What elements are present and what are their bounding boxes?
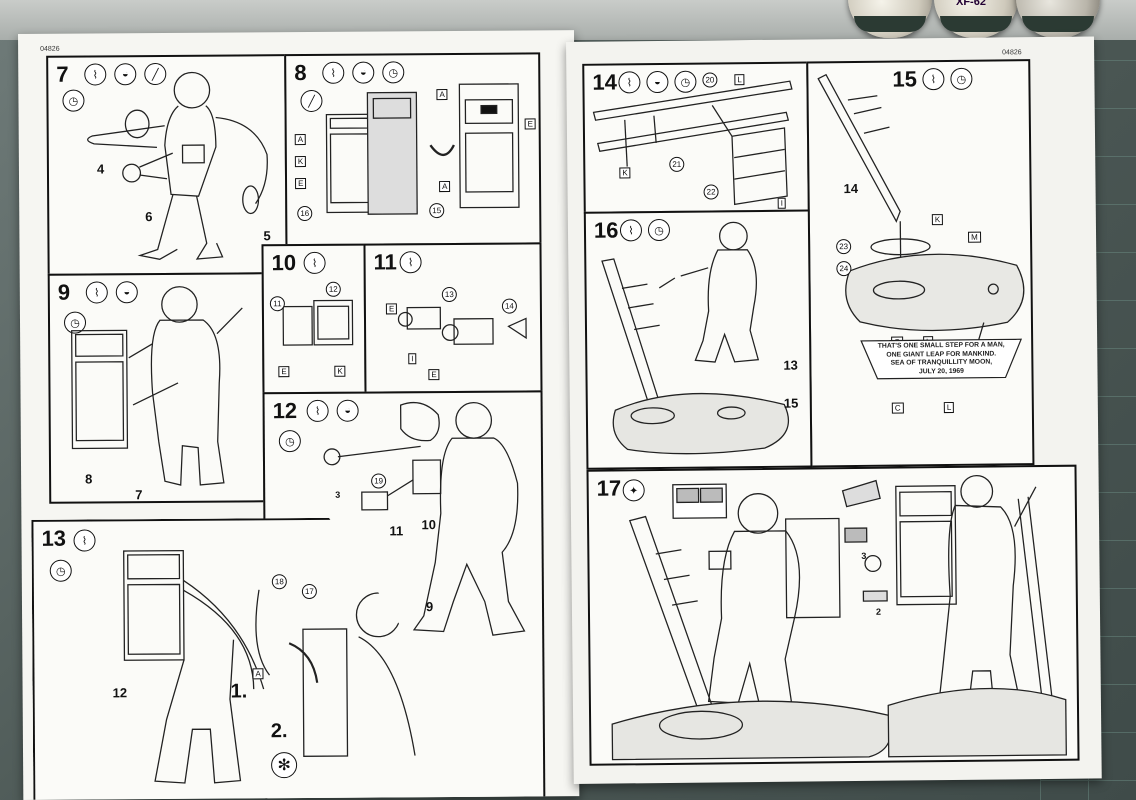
part-number: 11 xyxy=(389,523,404,539)
part-bubble: 12 xyxy=(325,281,341,297)
part-bubble: 13 xyxy=(441,286,457,303)
step-13-panel: 13 ⌇ ◷ 18 17 12 1. 2. ✻ A xyxy=(31,517,513,800)
part-bubble: 23 xyxy=(836,239,852,255)
part-bubble: 18 xyxy=(272,574,287,589)
part-tag: E xyxy=(524,118,537,130)
camera-drawing xyxy=(397,306,527,345)
part-tag: I xyxy=(777,197,786,209)
camera-assembly-drawing xyxy=(282,299,354,346)
step-16-panel: 16 ⌇ ◷ 13 15 xyxy=(583,209,813,470)
part-number: 4 xyxy=(96,161,105,177)
part-bubble: 22 xyxy=(703,184,719,200)
part-tag: A xyxy=(439,180,451,193)
backpack-drawing xyxy=(325,83,520,215)
substep-label: 2. xyxy=(270,720,288,743)
part-number: 14 xyxy=(843,180,859,197)
part-number: 10 xyxy=(421,517,436,533)
part-tag: K xyxy=(294,155,307,168)
part-bubble: 21 xyxy=(669,156,685,172)
part-number: 9 xyxy=(425,599,434,615)
part-number: 2 xyxy=(875,606,882,617)
step-14-panel: 14 ⌇ ◒ ◷ 20 21 22 L K I xyxy=(582,61,810,214)
astronaut-drawing xyxy=(87,71,268,260)
part-bubble: 17 xyxy=(302,584,317,599)
astronaut-back-drawing xyxy=(71,286,243,486)
part-bubble: 19 xyxy=(371,473,387,489)
part-number: 8 xyxy=(85,471,93,487)
part-bubble: 16 xyxy=(297,205,313,222)
part-tag: E xyxy=(295,177,307,190)
step-17-panel: 17 ✦ 3 2 xyxy=(586,464,1080,766)
page-code: 04826 xyxy=(40,45,60,53)
part-bubble: 15 xyxy=(429,203,445,219)
step-9-panel: 9 ⌇ ◒ ◷ 8 7 xyxy=(47,272,266,504)
flag-pole-drawing xyxy=(592,80,793,206)
astronaut-flag-drawing xyxy=(601,221,789,455)
part-number: 12 xyxy=(112,685,128,701)
plaque-text: THAT'S ONE SMALL STEP FOR A MAN, ONE GIA… xyxy=(877,341,1005,375)
final-assembly-drawing xyxy=(611,474,1067,761)
part-number: 3 xyxy=(335,489,341,500)
part-number: 13 xyxy=(783,357,798,373)
part-tag: A xyxy=(294,133,307,146)
step-11-panel: 11 ⌇ 13 14 E I E xyxy=(363,242,543,394)
part-tag: A xyxy=(436,89,448,101)
part-tag: M xyxy=(968,231,981,243)
part-tag: I xyxy=(408,353,417,365)
part-bubble: 24 xyxy=(836,261,852,277)
part-number: 5 xyxy=(263,228,271,244)
part-tag: C xyxy=(891,402,904,414)
part-tag: K xyxy=(931,214,944,226)
astronaut-camera-drawing xyxy=(323,401,526,636)
part-tag: E xyxy=(428,369,440,381)
part-tag: K xyxy=(619,167,631,179)
part-number: 7 xyxy=(135,487,143,503)
plaque-outline xyxy=(860,338,1023,380)
part-tag: E xyxy=(385,303,398,315)
step-7-panel: 7 ⌇ ◒ ╱ ◷ 4 6 5 xyxy=(46,54,288,276)
instruction-page-left: 04826 7 ⌇ ◒ ╱ ◷ 4 6 5 8 ⌇ ◒ ◷ ╱ xyxy=(18,30,580,800)
step-15-panel: 15 ⌇ ◷ 14 23 24 K M C L C L xyxy=(806,59,1035,468)
step-12-panel: 12 ⌇ ◒ ◷ 19 3 11 10 9 xyxy=(262,390,546,799)
substep-label: 1. xyxy=(230,680,248,703)
part-tag: L xyxy=(943,401,955,414)
part-number: 3 xyxy=(861,550,867,561)
part-tag: E xyxy=(278,366,290,378)
step-8-panel: 8 ⌇ ◒ ◷ ╱ A K E A E A 16 15 xyxy=(284,52,542,247)
moon-base-drawing xyxy=(817,73,1025,349)
part-bubble: 14 xyxy=(501,298,517,314)
commemorative-plaque: THAT'S ONE SMALL STEP FOR A MAN, ONE GIA… xyxy=(859,337,1023,381)
part-bubble: 20 xyxy=(702,72,718,88)
part-tag: A xyxy=(252,668,263,679)
part-tag: L xyxy=(734,74,745,86)
asterisk-icon: ✻ xyxy=(271,752,297,778)
part-number: 15 xyxy=(783,395,799,411)
part-number: 6 xyxy=(145,209,153,225)
part-bubble: 11 xyxy=(269,296,285,312)
page-code: 04826 xyxy=(1002,49,1022,57)
part-tag: K xyxy=(334,365,346,377)
instruction-page-right: 04826 14 ⌇ ◒ ◷ 20 21 22 L K I 15 ⌇ ◷ xyxy=(566,36,1102,784)
step-10-panel: 10 ⌇ 11 12 E K xyxy=(261,243,367,395)
